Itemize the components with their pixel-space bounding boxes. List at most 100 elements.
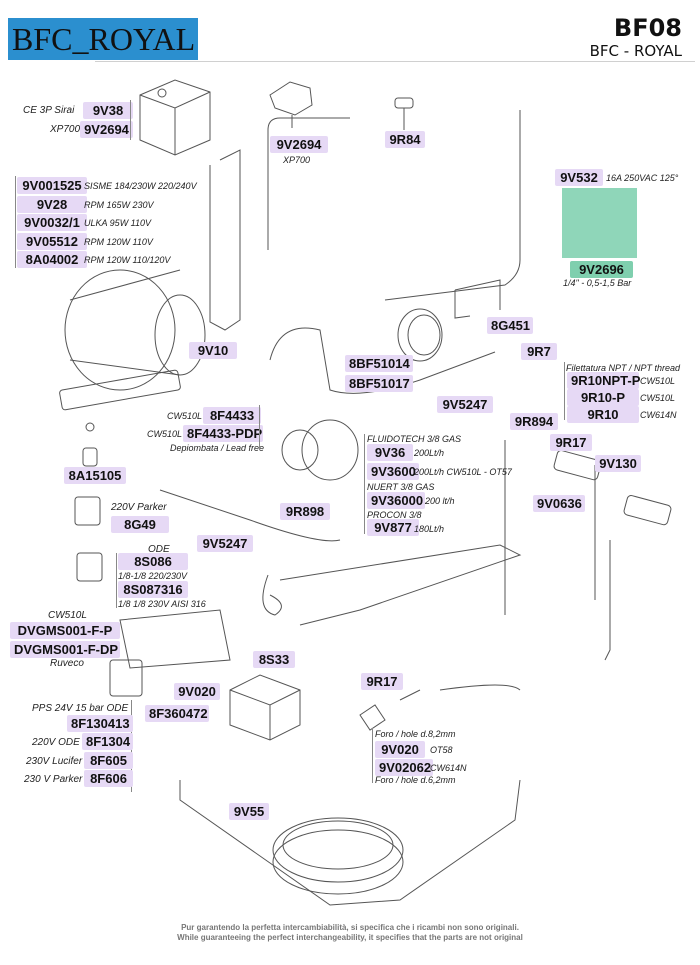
part-tag-8g451[interactable]: 8G451 [487, 317, 533, 334]
thermostat-note: 16A 250VAC 125° [606, 173, 679, 183]
part-tag-9v2696[interactable]: 9V2696 [570, 261, 633, 278]
part-tag-9v130[interactable]: 9V130 [595, 455, 641, 472]
part-tag-8f605[interactable]: 8F605 [84, 752, 133, 769]
flowmeter-note: 180Lt/h [414, 524, 445, 534]
part-tag-8s086[interactable]: 8S086 [118, 553, 188, 570]
header-divider [95, 61, 695, 62]
part-tag-9v2694-top[interactable]: 9V2694 [270, 136, 328, 153]
part-tag-9v38[interactable]: 9V38 [83, 102, 133, 119]
coil-title: PPS 24V 15 bar ODE [32, 703, 129, 714]
part-tag-9v5247-upper[interactable]: 9V5247 [437, 396, 493, 413]
part-tag-8a15105[interactable]: 8A15105 [64, 467, 126, 484]
part-tag-8f130413[interactable]: 8F130413 [67, 715, 133, 732]
pump-note: SISME 184/230W 220/240V [84, 181, 197, 191]
coil-drawing [109, 659, 143, 697]
thread-note: CW510L [640, 376, 676, 386]
check-valve-note: CW510L [147, 429, 183, 439]
leader-line [116, 553, 117, 608]
reservoir-drawing [229, 674, 301, 741]
part-tag-9v02062[interactable]: 9V02062 [375, 759, 433, 776]
leader-line [364, 434, 365, 534]
part-tag-9v020-left[interactable]: 9V020 [174, 683, 220, 700]
part-tag-9r10npt-p[interactable]: 9R10NPT-P [567, 372, 640, 389]
part-tag-8f1304[interactable]: 8F1304 [82, 733, 133, 750]
pump-note: RPM 165W 230V [84, 200, 154, 210]
part-tag-9r84[interactable]: 9R84 [385, 131, 425, 148]
part-tag-9v55[interactable]: 9V55 [229, 803, 269, 820]
gauge-drawing [397, 308, 443, 362]
flowmeter-group-title: PROCON 3/8 [367, 510, 422, 520]
part-tag-9v10[interactable]: 9V10 [189, 342, 237, 359]
part-tag-9v36000[interactable]: 9V36000 [367, 492, 425, 509]
part-tag-8f4433-pdp[interactable]: 8F4433-PDP [183, 425, 263, 442]
pump-motor-drawing [59, 269, 206, 411]
solenoid-8g49-drawing [74, 496, 101, 526]
part-tag-pump[interactable]: 9V0032/1 [17, 214, 87, 231]
part-tag-9r894[interactable]: 9R894 [510, 413, 558, 430]
gas-valve-drawing [119, 609, 231, 669]
solenoid-8g49-note: 220V Parker [111, 502, 167, 513]
model-name: BFC - ROYAL [589, 42, 682, 60]
foot-drawing [82, 422, 98, 467]
piping-diagonal-drawing [279, 544, 522, 626]
leader-line [15, 176, 16, 268]
part-tag-9v5247-lower[interactable]: 9V5247 [197, 535, 253, 552]
part-tag-8bf51017[interactable]: 8BF51017 [345, 375, 413, 392]
leader-line [564, 362, 565, 420]
part-tag-8s33[interactable]: 8S33 [253, 651, 295, 668]
model-code: BF08 [613, 14, 682, 42]
part-tag-9v532[interactable]: 9V532 [555, 169, 603, 186]
part-tag-pump[interactable]: 9V05512 [17, 233, 87, 250]
part-tag-9r898[interactable]: 9R898 [280, 503, 330, 520]
pressure-switch-highlight-drawing [562, 188, 637, 258]
part-tag-8f360472[interactable]: 8F360472 [145, 705, 209, 722]
coil-note: 230V Lucifer [26, 756, 83, 767]
flowmeter-note: 200Lt/h [414, 448, 445, 458]
flowmeter-drawing [281, 419, 359, 481]
tap-note: OT58 [430, 745, 453, 755]
part-tag-pump[interactable]: 8A04002 [17, 251, 87, 268]
pump-note: RPM 120W 110V [84, 237, 153, 247]
pump-note: ULKA 95W 110V [84, 218, 152, 228]
part-tag-9v020-lower[interactable]: 9V020 [375, 741, 425, 758]
check-valve-footnote: Depiombata / Lead free [170, 443, 265, 453]
part-tag-pump[interactable]: 9V001525 [17, 177, 87, 194]
part-tag-9v3600[interactable]: 9V3600 [367, 463, 419, 480]
part-tag-8s087316[interactable]: 8S087316 [118, 581, 188, 598]
part-tag-9v877[interactable]: 9V877 [367, 519, 419, 536]
part-tag-8f4433[interactable]: 8F4433 [203, 407, 261, 424]
part-tag-9r17-lower[interactable]: 9R17 [361, 673, 403, 690]
part-tag-9v36[interactable]: 9V36 [367, 444, 413, 461]
part-tag-9r10[interactable]: 9R10 [567, 406, 639, 423]
part-tag-8f606[interactable]: 8F606 [84, 770, 133, 787]
part-tag-8bf51014[interactable]: 8BF51014 [345, 355, 413, 372]
coil-note: 220V ODE [32, 737, 80, 748]
pressure-switch-note: XP700 [283, 155, 311, 165]
bracket-drawing [209, 149, 241, 331]
part-tag-dvgms001-f-dp[interactable]: DVGMS001-F-DP [10, 641, 120, 658]
fitting-drawing [394, 97, 414, 130]
part-tag-pump[interactable]: 9V28 [17, 196, 87, 213]
tap-title: Foro / hole d.8,2mm [375, 729, 456, 739]
hose-lower-drawing [159, 489, 341, 542]
part-tag-9r10-p[interactable]: 9R10-P [567, 389, 639, 406]
disclaimer-italian: Pur garantendo la perfetta intercambiabi… [181, 923, 519, 932]
piping-right-drawing [504, 440, 611, 661]
disclaimer-english: While guaranteeing the perfect interchan… [177, 933, 523, 942]
flowmeter-group-title: FLUIDOTECH 3/8 GAS [367, 434, 462, 444]
brand-banner: BFC_ROYAL [8, 18, 198, 60]
check-valve-note: CW510L [167, 411, 203, 421]
part-tag-8g49[interactable]: 8G49 [111, 516, 169, 533]
leader-line [372, 728, 373, 783]
coil-note: 230 V Parker [24, 774, 83, 785]
part-tag-9r17-right[interactable]: 9R17 [550, 434, 592, 451]
distributor-2-drawing [623, 495, 672, 526]
part-tag-dvgms001-f-p[interactable]: DVGMS001-F-P [10, 622, 120, 639]
part-tag-9v0636[interactable]: 9V0636 [533, 495, 585, 512]
bracket-8g451-drawing [454, 279, 501, 319]
pressostat-drawing [139, 79, 211, 156]
pressostat-note-1: CE 3P Sirai [23, 105, 75, 116]
part-tag-9r7[interactable]: 9R7 [521, 343, 557, 360]
part-tag-9v2694-left[interactable]: 9V2694 [80, 121, 133, 138]
